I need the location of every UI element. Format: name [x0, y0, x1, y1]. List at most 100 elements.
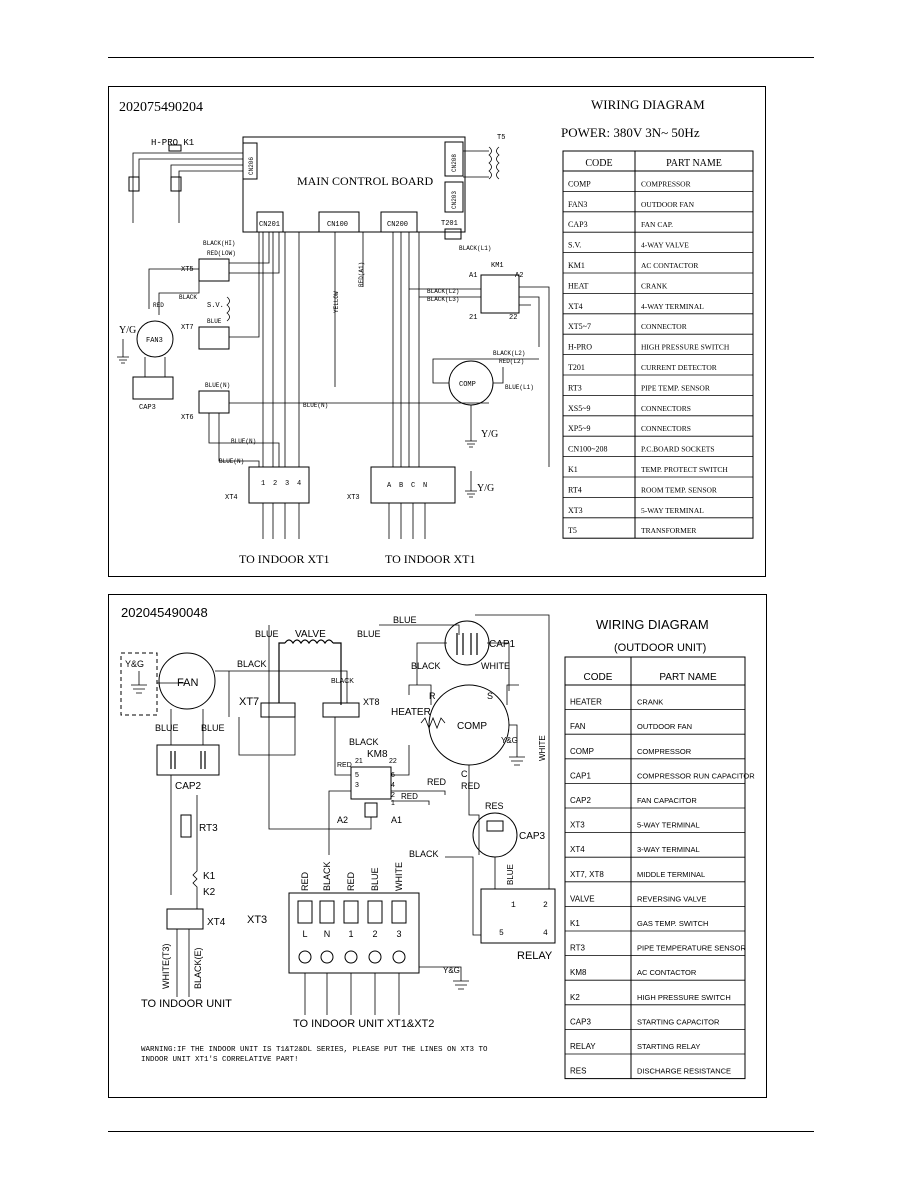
socket-cn208 — [444, 141, 464, 177]
parts-table-name-cell: CONNECTOR — [641, 322, 687, 331]
socket-cn200 — [380, 211, 418, 233]
parts-table-code-cell: XT4 — [570, 845, 585, 854]
parts-table-code-cell: RELAY — [570, 1042, 596, 1051]
xt3-label: XT3 — [347, 494, 360, 502]
wire-blue2-label: BLUE — [357, 629, 381, 639]
km8-wiring — [268, 625, 446, 855]
km8-2-label: 2 — [391, 792, 395, 799]
xt3-terminal-letters: A B C N — [387, 482, 427, 490]
k1-label: K1 — [203, 871, 216, 882]
parts-table-name-cell: OUTDOOR FAN — [637, 722, 692, 731]
km8-label: KM8 — [367, 749, 388, 760]
xt3-screw — [320, 950, 334, 964]
parts-table-name-cell: GAS TEMP. SWITCH — [637, 919, 708, 928]
parts-table-code-cell: XT7, XT8 — [570, 870, 604, 879]
socket-cn100 — [318, 211, 360, 233]
socket-cn203 — [444, 181, 464, 213]
parts-table-name-cell: AC CONTACTOR — [637, 968, 697, 977]
relay-label: RELAY — [517, 950, 553, 962]
xt3-yg-label: Y/G — [477, 483, 494, 494]
connector-xt7 — [198, 326, 230, 350]
parts-table-name-cell: STARTING RELAY — [637, 1042, 700, 1051]
parts-table-name-cell: CRANK — [637, 698, 663, 707]
top-diagram-title: WIRING DIAGRAM — [591, 97, 705, 112]
parts-table-code-cell: XT3 — [570, 821, 585, 830]
top-rule — [108, 57, 814, 58]
parts-table-name-cell: CONNECTORS — [641, 404, 691, 413]
sensor-rt4 — [170, 176, 182, 192]
xt3-clamp — [343, 900, 359, 924]
xt5-label: XT5 — [181, 266, 194, 274]
current-detector-label: T201 — [441, 220, 458, 228]
parts-table-code-cell: T5 — [568, 526, 577, 535]
parts-table-header-code: CODE — [584, 672, 613, 683]
parts-table-code-cell: T201 — [568, 363, 585, 372]
xt8-label: XT8 — [363, 697, 380, 707]
warning-line1: WARNING:IF THE INDOOR UNIT IS T1&T2&DL S… — [141, 1046, 488, 1054]
wire-red-l2-label: RED(L2) — [499, 358, 524, 365]
parts-table-code-cell: COMP — [568, 179, 591, 188]
to-indoor-unit-label: TO INDOOR UNIT — [141, 998, 232, 1010]
capacitor-cap2 — [156, 744, 220, 776]
parts-table-name-cell: PIPE TEMP. SENSOR — [641, 383, 710, 392]
xt4-terminal-3: 3 — [285, 480, 289, 488]
connector-xt5 — [198, 258, 230, 282]
xt4-out-wires — [262, 503, 300, 539]
wire-black2-label: BLACK — [411, 661, 441, 671]
socket-cn206-label: CN206 — [248, 157, 255, 175]
parts-table-name-cell: PIPE TEMPERATURE SENSOR — [637, 944, 746, 953]
km8-3-label: 3 — [355, 782, 359, 789]
parts-table-name-cell: ROOM TEMP. SENSOR — [641, 485, 717, 494]
wire-black-hi-label: BLACK(HI) — [203, 240, 235, 247]
parts-table-code-cell: CAP2 — [570, 796, 591, 805]
parts-table-code-cell: FAN — [570, 722, 586, 731]
top-wiring-diagram: 202075490204 WIRING DIAGRAM POWER: 380V … — [117, 97, 754, 566]
contactor-km8 — [350, 766, 392, 800]
parts-table-code-cell: CN100~208 — [568, 445, 607, 454]
top-wiring-panel: 202075490204 WIRING DIAGRAM POWER: 380V … — [108, 86, 766, 577]
xt3-yg-label: Y&G — [443, 966, 460, 975]
xt3-terminal-label: 3 — [396, 929, 401, 939]
km8-a2-label: A2 — [337, 815, 348, 825]
xt4-label: XT4 — [207, 917, 226, 928]
current-detector — [444, 228, 462, 240]
xt3-wire-label: RED — [300, 871, 310, 891]
km8-a1-label: A1 — [391, 815, 402, 825]
parts-table-name-cell: TRANSFORMER — [641, 526, 696, 535]
comp-label: COMP — [459, 381, 476, 389]
wire-red1-label: RED — [337, 762, 352, 769]
xt3-terminal-n: N — [423, 482, 427, 490]
wire-white2-label: WHITE — [538, 735, 547, 761]
hpro-k1-label: H-PRO K1 — [151, 138, 194, 148]
bottom-rule — [108, 1131, 814, 1132]
wire-black4-label: BLACK — [349, 737, 379, 747]
warning-line2: INDOOR UNIT XT1'S CORRELATIVE PART! — [141, 1056, 299, 1064]
cap1-plates — [456, 633, 478, 655]
fan3-ground — [117, 339, 129, 364]
parts-table-name-cell: REVERSING VALVE — [637, 894, 706, 903]
comp-label: COMP — [457, 721, 487, 732]
parts-table-name-cell: FAN CAP. — [641, 220, 673, 229]
km8-6-label: 6 — [391, 772, 395, 779]
parts-table-code-cell: CAP3 — [570, 1017, 591, 1026]
xt3-ground — [465, 471, 477, 498]
km1-a1-label: A1 — [469, 272, 477, 280]
parts-table-code-cell: HEAT — [568, 281, 589, 290]
top-yg-label: Y/G — [119, 325, 136, 336]
parts-table-code-cell: RT3 — [570, 944, 586, 953]
xt3-wire-label: BLACK — [322, 861, 332, 891]
terminal-xt3 — [288, 892, 420, 974]
parts-table-frame — [562, 150, 754, 539]
cap3-wiring — [144, 357, 166, 377]
xt3-wire-label: WHITE — [394, 862, 404, 891]
wire-blue-n2-label: BLUE(N) — [303, 402, 328, 409]
wire-black-l2b-label: BLACK(L2) — [493, 350, 525, 357]
parts-table-name-cell: AC CONTACTOR — [641, 261, 698, 270]
wire-blue-relay-label: BLUE — [506, 864, 515, 885]
parts-table-code-cell: XT3 — [568, 506, 583, 515]
board-vertical-wires — [262, 232, 420, 467]
bottom-diagram-subtitle: (OUTDOOR UNIT) — [614, 642, 706, 654]
cap3-label: CAP3 — [139, 404, 156, 412]
parts-table-code-cell: FAN3 — [568, 200, 587, 209]
capacitor-cap3 — [472, 812, 518, 858]
